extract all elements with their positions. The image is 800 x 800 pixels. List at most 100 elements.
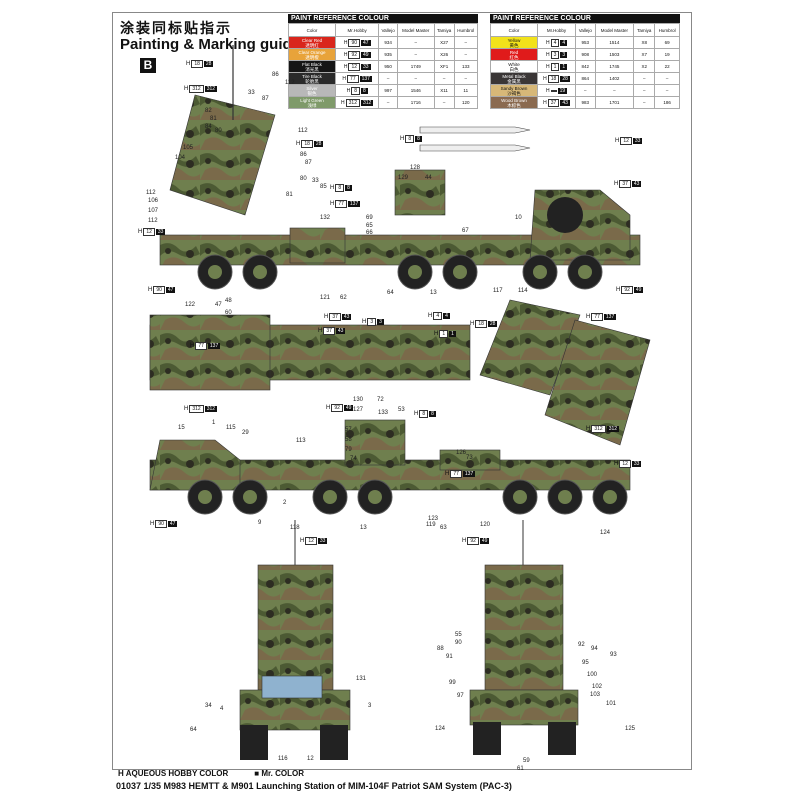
aqueous-code: 92 xyxy=(621,286,633,294)
part-callout: 107 xyxy=(148,208,159,214)
mr-color-code: 49 xyxy=(343,405,354,411)
mr-color-code: 137 xyxy=(603,314,617,320)
part-callout: 104 xyxy=(175,155,186,161)
part-callout: 106 xyxy=(148,198,159,204)
aqueous-code: 92 xyxy=(467,537,479,545)
part-callout: 69 xyxy=(366,215,373,221)
part-callout: 61 xyxy=(517,766,524,772)
aqueous-code: 4 xyxy=(433,312,443,320)
mr-color-code: 33 xyxy=(632,138,643,144)
mr-color-code: 4 xyxy=(560,39,568,46)
aqueous-code: 12 xyxy=(305,537,317,545)
aqueous-code: 37 xyxy=(619,180,631,188)
color-name-cn: 透明橙 xyxy=(305,54,319,60)
part-callout: 15 xyxy=(178,425,185,431)
part-callout: 33 xyxy=(312,178,319,184)
side-view-right xyxy=(149,419,631,491)
part-callout: 67 xyxy=(462,228,469,234)
front-view xyxy=(239,520,351,760)
mr-color-code: 43 xyxy=(335,328,346,334)
aqueous-code: 90 xyxy=(153,286,165,294)
legend-mr-symbol: ■ xyxy=(254,769,260,778)
part-callout: 33 xyxy=(248,90,255,96)
aqueous-code: 18 xyxy=(475,320,487,328)
color-name: White xyxy=(508,61,520,67)
part-callout: 10 xyxy=(515,215,522,221)
part-callout: 117 xyxy=(493,288,503,294)
part-callout: 103 xyxy=(590,692,601,698)
wheel-hub xyxy=(323,490,337,504)
missile-illustrations xyxy=(419,126,531,152)
color-name: Clear Orange xyxy=(298,49,326,55)
footer-title: 01037 1/35 M983 HEMTT & M901 Launching S… xyxy=(116,781,512,791)
mr-color-code: 49 xyxy=(633,287,644,293)
mr-color-code: 1 xyxy=(449,331,456,337)
color-name: Wood Brown xyxy=(501,97,527,103)
color-name: Sandy Brown xyxy=(500,85,528,91)
part-callout: 92 xyxy=(578,642,585,648)
part-callout: 123 xyxy=(428,516,439,522)
color-name-cn: 白色 xyxy=(509,66,519,72)
part-callout: 87 xyxy=(305,160,312,166)
part-callout: 115 xyxy=(226,425,236,431)
wheel-hub xyxy=(578,265,592,279)
aqueous-code: 18 xyxy=(191,60,203,68)
wheels xyxy=(187,254,628,515)
part-callout: 131 xyxy=(356,676,367,682)
model-master-code: 1716 xyxy=(396,96,435,109)
part-callout: 116 xyxy=(278,756,288,762)
mr-color-code: 28 xyxy=(560,75,570,82)
legend-aqueous-symbol: H xyxy=(118,769,124,778)
part-callout: 127 xyxy=(353,407,364,413)
wheel-hub xyxy=(253,265,267,279)
part-callout: 74 xyxy=(350,456,357,462)
wheel-hub xyxy=(558,490,572,504)
part-callout: 34 xyxy=(205,703,212,709)
color-name-cn: 消光黑 xyxy=(305,66,319,72)
section-badge: B xyxy=(140,58,156,73)
part-callout: 94 xyxy=(591,646,598,652)
mr-color-code: 28 xyxy=(313,141,324,147)
rear-view xyxy=(469,520,579,755)
aqueous-code: 3 xyxy=(550,50,560,59)
mr-color-code: 4 xyxy=(443,313,450,319)
part-callout: 85 xyxy=(320,184,327,190)
aqueous-code: 312 xyxy=(345,98,360,107)
color-name-cn: 沙褐色 xyxy=(507,90,521,96)
aqueous-code: 90 xyxy=(348,38,360,47)
vallejo-code: – xyxy=(378,96,398,109)
mr-color-code: 137 xyxy=(359,75,372,82)
paint-table-title: PAINT REFERENCE COLOUR xyxy=(490,14,680,23)
mr-color-code: 137 xyxy=(462,471,476,477)
part-callout: 112 xyxy=(148,218,158,224)
color-name-cn: 金属黑 xyxy=(507,78,521,84)
top-view xyxy=(149,299,651,446)
part-callout: 80 xyxy=(215,128,222,134)
aqueous-code: 8 xyxy=(335,184,345,192)
mr-color-code: 43 xyxy=(560,99,570,106)
wheel-hub xyxy=(368,490,382,504)
part-callout: 86 xyxy=(272,72,279,78)
mr-color-code: 47 xyxy=(165,287,176,293)
aqueous-code: 18 xyxy=(547,74,560,83)
model-master-code: 1546 xyxy=(396,84,435,97)
part-callout: 91 xyxy=(446,654,453,660)
color-name: Flat Black xyxy=(302,61,322,67)
part-callout: 133 xyxy=(378,410,389,416)
mr-color-code: 19 xyxy=(557,87,568,94)
color-name: Light Green xyxy=(300,97,324,103)
part-callout: 3 xyxy=(368,703,372,709)
mr-color-code: 43 xyxy=(341,314,352,320)
legend-aqueous-label: AQUEOUS HOBBY COLOR xyxy=(125,769,229,778)
